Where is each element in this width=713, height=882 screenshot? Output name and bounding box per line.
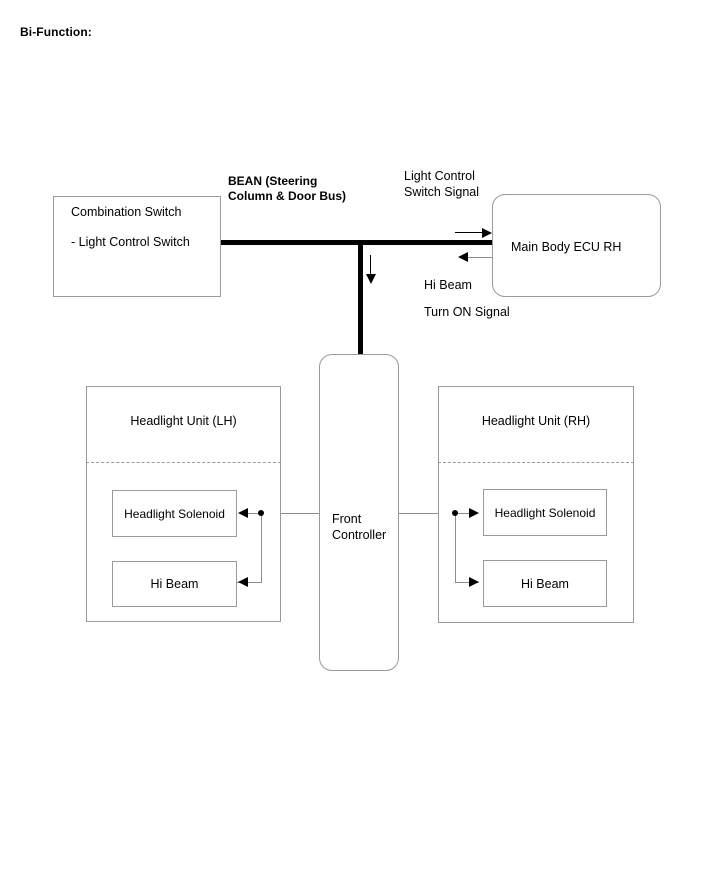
combination-switch-label: Combination Switch — [71, 205, 182, 219]
wire-front-controller-to-rh — [399, 513, 438, 514]
front-controller-label-line1: Front — [332, 512, 362, 526]
main-body-ecu-label: Main Body ECU RH — [511, 240, 622, 254]
combination-switch-box — [53, 196, 221, 297]
arrow-left-icon-solenoid-lh — [238, 508, 248, 518]
wire-lh-to-solenoid — [242, 513, 262, 514]
wire-rh-to-hibeam — [455, 582, 479, 583]
arrow-from-ecu-shaft — [468, 257, 492, 258]
headlight-unit-rh-divider — [438, 462, 634, 463]
hi-beam-rh-box — [483, 560, 607, 607]
combination-switch-sublabel: - Light Control Switch — [71, 235, 190, 249]
arrow-down-icon — [366, 274, 376, 284]
bean-bus-horizontal-line — [221, 240, 492, 245]
headlight-solenoid-lh-label: Headlight Solenoid — [124, 507, 225, 521]
bean-bus-label-line2: Column & Door Bus) — [228, 189, 346, 203]
wire-lh-drop — [261, 513, 262, 583]
hi-beam-rh-label: Hi Beam — [521, 577, 569, 591]
wire-rh-to-solenoid — [455, 513, 473, 514]
arrow-right-icon-hibeam-rh — [469, 577, 479, 587]
arrow-right-icon — [482, 228, 492, 238]
arrow-to-ecu-shaft — [455, 232, 485, 233]
junction-dot-rh — [452, 510, 458, 516]
arrow-right-icon-solenoid-rh — [469, 508, 479, 518]
bean-bus-label: BEAN (Steering Column & Door Bus) — [228, 174, 346, 204]
junction-dot-lh — [258, 510, 264, 516]
headlight-solenoid-rh-box — [483, 489, 607, 536]
bean-bus-vertical-branch — [358, 240, 363, 354]
hi-beam-lh-box — [112, 561, 237, 607]
headlight-unit-rh-title: Headlight Unit (RH) — [481, 414, 591, 428]
arrow-left-icon — [458, 252, 468, 262]
bean-bus-label-line1: BEAN (Steering — [228, 174, 318, 188]
light-control-signal-line2: Switch Signal — [404, 185, 480, 199]
front-controller-label-line2: Controller — [332, 528, 387, 542]
front-controller-box — [319, 354, 399, 671]
arrow-down-shaft — [370, 255, 371, 278]
hi-beam-signal-label: Hi Beam — [424, 278, 472, 292]
light-control-switch-signal-label: Light Control Switch Signal — [404, 168, 479, 200]
wire-lh-to-hibeam — [237, 582, 262, 583]
turn-on-signal-label: Turn ON Signal — [424, 305, 510, 319]
arrow-left-icon-hibeam-lh — [238, 577, 248, 587]
light-control-signal-line1: Light Control — [404, 169, 475, 183]
wire-front-controller-to-lh — [281, 513, 319, 514]
page-title: Bi-Function: — [20, 25, 92, 39]
headlight-unit-lh-divider — [86, 462, 281, 463]
headlight-solenoid-lh-box — [112, 490, 237, 537]
hi-beam-lh-label: Hi Beam — [150, 577, 199, 591]
wire-rh-drop — [455, 513, 456, 583]
headlight-solenoid-rh-label: Headlight Solenoid — [494, 506, 596, 520]
main-body-ecu-box — [492, 194, 661, 297]
headlight-unit-lh-title: Headlight Unit (LH) — [130, 414, 237, 428]
